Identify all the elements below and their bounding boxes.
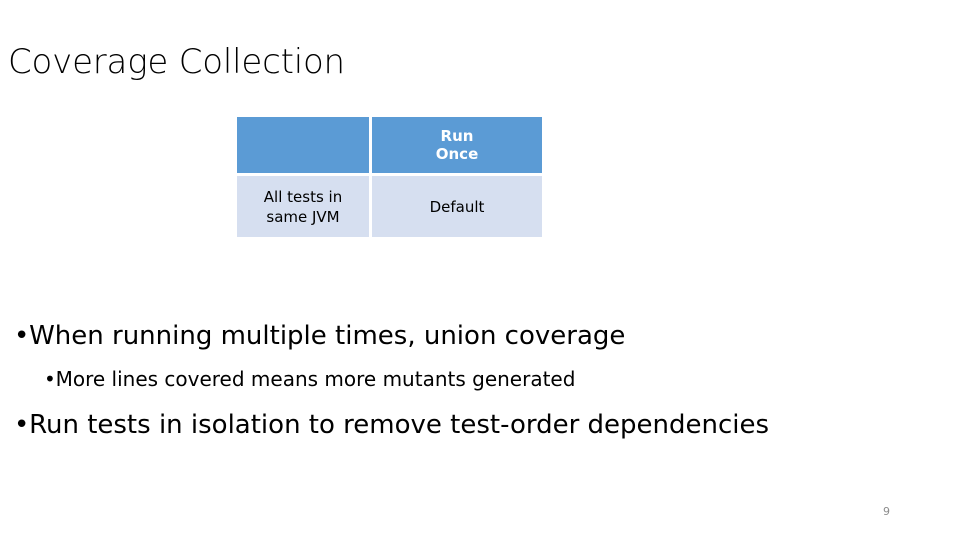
bullet-marker-icon: •	[14, 321, 30, 351]
table-header-row: Run Once	[237, 117, 542, 173]
bullet-text: Run tests in isolation to remove test-or…	[29, 410, 770, 440]
bullet-marker-icon: •	[44, 367, 56, 391]
page-title: Coverage Collection	[8, 42, 345, 82]
bullet-item-level1-union-coverage: •When running multiple times, union cove…	[14, 320, 625, 352]
table-cell-row-label-line-1: All tests in	[263, 187, 343, 206]
bullet-text: When running multiple times, union cover…	[29, 321, 626, 351]
table-row: All tests in same JVM Default	[237, 176, 542, 237]
bullet-item-level1-isolation: •Run tests in isolation to remove test-o…	[14, 409, 769, 441]
bullet-text: More lines covered means more mutants ge…	[55, 367, 576, 391]
table-header-once-label: Once	[435, 145, 479, 163]
slide-page-number: 9	[883, 505, 890, 518]
table-header-run-label: Run	[440, 127, 474, 145]
table-header-cell-blank	[237, 117, 369, 173]
table-cell-row-label-line-2: same JVM	[266, 207, 340, 226]
coverage-table: Run Once All tests in same JVM Default	[234, 114, 545, 240]
table-cell-run-once-value: Default	[372, 176, 542, 237]
table-cell-row-label: All tests in same JVM	[237, 176, 369, 237]
table-header-cell-run-once: Run Once	[372, 117, 542, 173]
bullet-item-level2-more-lines: •More lines covered means more mutants g…	[44, 366, 575, 392]
bullet-marker-icon: •	[14, 410, 30, 440]
table-cell-value-default: Default	[429, 197, 485, 216]
